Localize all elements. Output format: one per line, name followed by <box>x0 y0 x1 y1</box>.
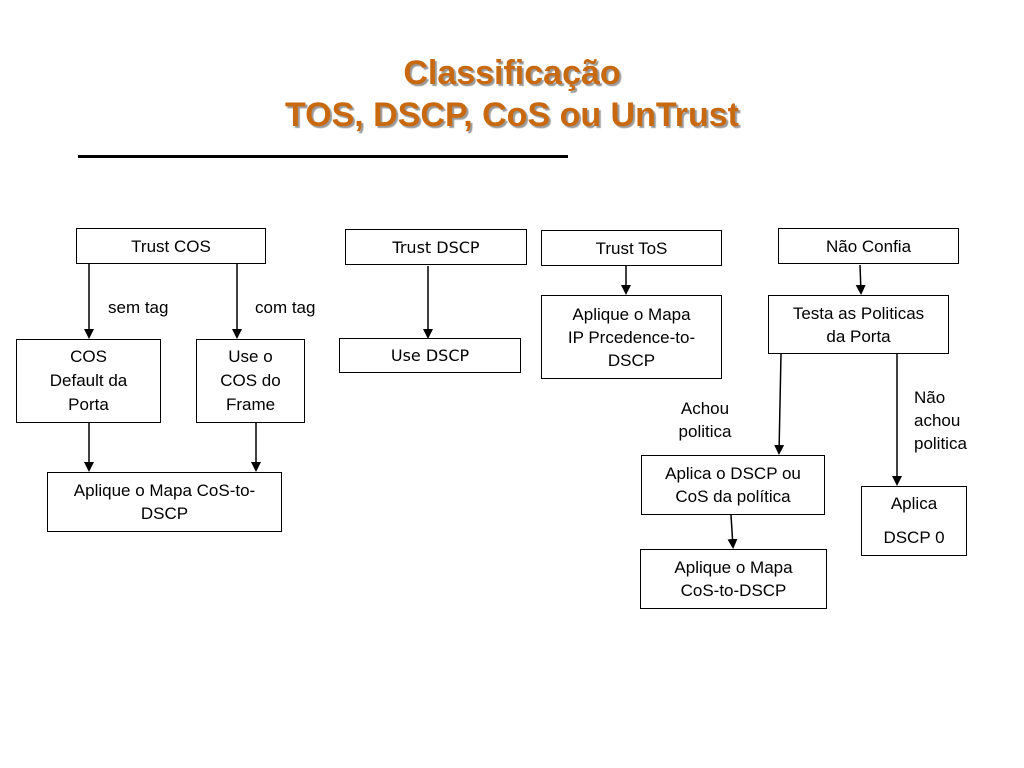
tos-map-line-1: Aplique o Mapa <box>572 304 691 324</box>
cos-default-line-2: Default da <box>49 371 128 390</box>
cos-map-line-1: Aplique o Mapa CoS-to- <box>73 481 256 500</box>
aplique-mapa-line-1: Aplique o Mapa <box>674 558 793 577</box>
title-underline <box>78 155 568 158</box>
title-line-1: Classificação <box>403 54 621 92</box>
aplica-dscp-cos-box: Aplica o DSCP ou CoS da política <box>641 455 825 515</box>
tos-map-box: Aplique o Mapa IP Prcedence-to- DSCP <box>541 295 722 379</box>
cos-frame-box: Use o COS do Frame <box>196 339 305 423</box>
cos-default-line-1: COS <box>70 347 107 366</box>
use-dscp-box: Use DSCP <box>339 338 521 373</box>
tos-map-line-3: DSCP <box>607 350 656 370</box>
trust-dscp-label: Trust DSCP <box>392 237 480 257</box>
com-tag-label: com tag <box>255 298 316 317</box>
achou-politica-label: Achou politica <box>668 397 742 443</box>
nao-achou-politica-label: Não achou politica <box>914 386 967 455</box>
achou-politica-line-2: politica <box>678 422 732 441</box>
testa-politicas-line-1: Testa as Politicas <box>792 303 925 323</box>
cos-map-line-2: DSCP <box>140 504 189 523</box>
cos-frame-line-2: COS do <box>220 371 281 390</box>
trust-cos-box: Trust COS <box>76 228 266 264</box>
cos-frame-line-1: Use o <box>228 347 273 366</box>
sem-tag-label: sem tag <box>108 298 169 317</box>
aplique-mapa-line-2: CoS-to-DSCP <box>680 581 787 600</box>
trust-cos-label: Trust COS <box>131 236 211 256</box>
arrow-naoconfia-testa <box>855 264 866 295</box>
trust-tos-box: Trust ToS <box>541 230 722 266</box>
slide-title: Classificação TOS, DSCP, CoS ou UnTrust <box>200 52 824 136</box>
cos-map-box: Aplique o Mapa CoS-to- DSCP <box>47 472 282 532</box>
trust-dscp-box: Trust DSCP <box>345 229 527 265</box>
nao-confia-label: Não Confia <box>825 236 912 256</box>
testa-politicas-box: Testa as Politicas da Porta <box>768 295 949 354</box>
cos-frame-line-3: Frame <box>225 395 276 414</box>
arrow-testa-aplica <box>774 353 785 455</box>
nao-achou-line-1: Não <box>914 388 946 407</box>
testa-politicas-line-2: da Porta <box>826 326 891 346</box>
nao-achou-line-2: achou <box>914 411 961 430</box>
aplica-dscp-line-2: CoS da política <box>675 487 791 506</box>
cos-default-line-3: Porta <box>68 395 109 414</box>
use-dscp-label: Use DSCP <box>390 346 470 365</box>
nao-confia-box: Não Confia <box>778 228 959 264</box>
aplica-dscp0-line-2: DSCP 0 <box>883 528 945 547</box>
arrow-aplica-mapa <box>727 514 738 549</box>
trust-tos-label: Trust ToS <box>595 238 668 258</box>
aplique-mapa-cos-box: Aplique o Mapa CoS-to-DSCP <box>640 549 827 609</box>
aplica-dscp-line-1: Aplica o DSCP ou <box>665 464 801 483</box>
cos-default-box: COS Default da Porta <box>16 339 161 423</box>
achou-politica-line-1: Achou <box>680 399 730 418</box>
tos-map-line-2: IP Prcedence-to- <box>567 327 696 347</box>
nao-achou-line-3: politica <box>914 434 967 453</box>
title-line-2: TOS, DSCP, CoS ou UnTrust <box>284 96 740 134</box>
aplica-dscp0-line-1: Aplica <box>890 494 938 513</box>
aplica-dscp0-box: Aplica DSCP 0 <box>861 486 967 556</box>
